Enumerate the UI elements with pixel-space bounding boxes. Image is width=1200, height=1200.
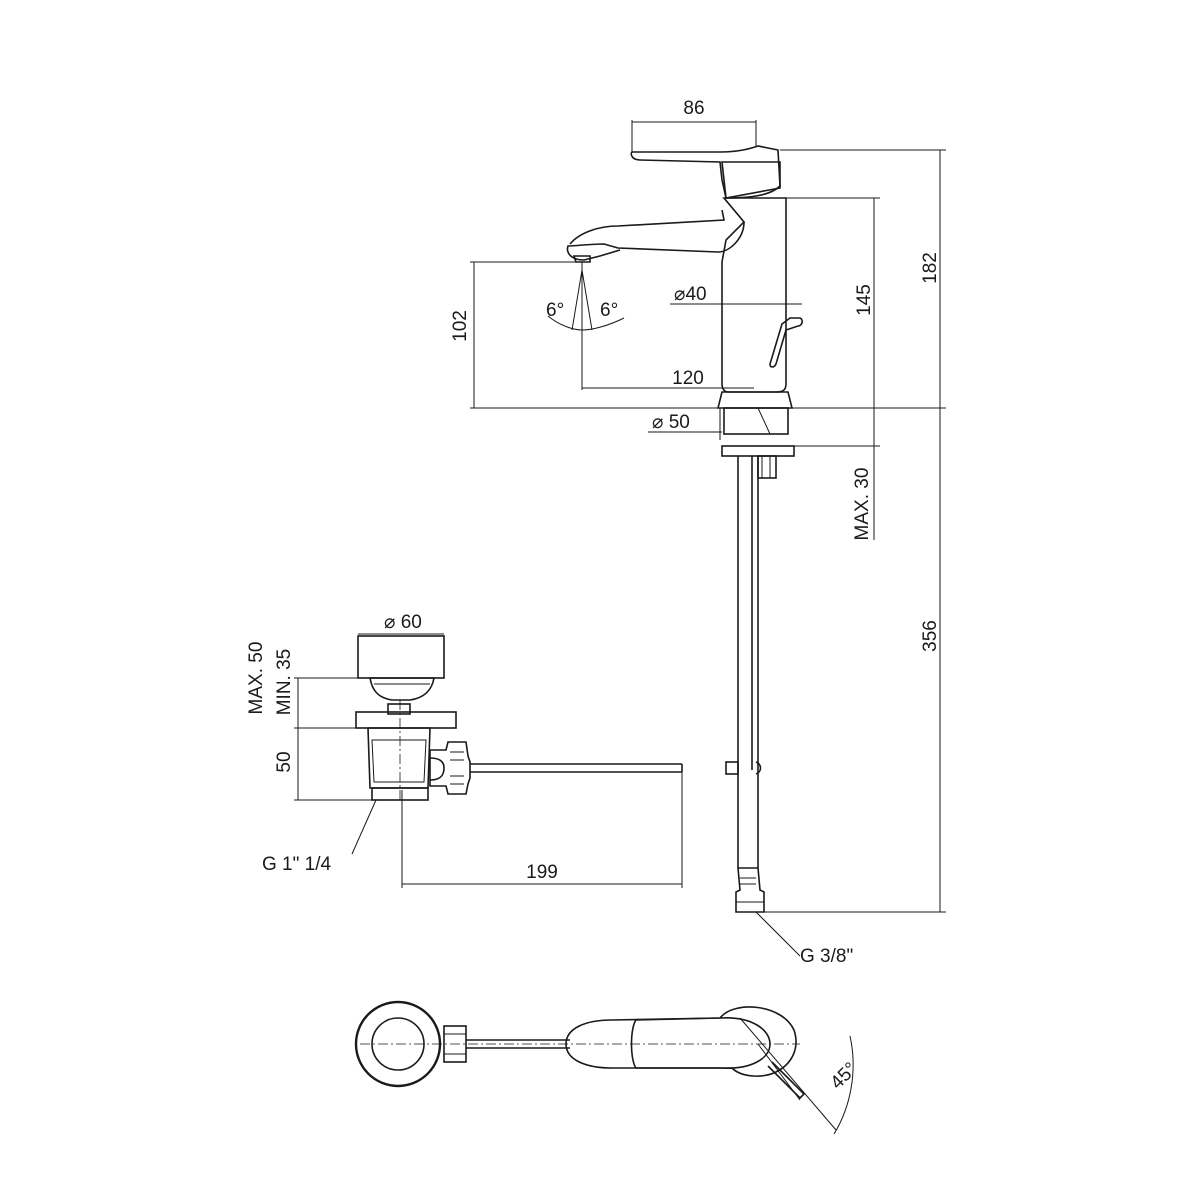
dim-rod-length: 199 bbox=[526, 862, 558, 883]
label-waste-thread: G 1" 1/4 bbox=[262, 854, 331, 875]
waste-nut-top bbox=[387, 703, 411, 715]
dim-total-height: 182 bbox=[920, 252, 941, 284]
waste-flange bbox=[369, 677, 435, 701]
mounting-nut bbox=[757, 455, 777, 479]
mounting-shank bbox=[723, 407, 789, 435]
dim-waste-max: MAX. 50 bbox=[246, 642, 267, 715]
dim-tilt-right: 6° bbox=[600, 300, 618, 321]
rod-clip-knob bbox=[755, 761, 762, 775]
waste-body bbox=[367, 727, 431, 789]
faucet-side-view bbox=[566, 145, 803, 913]
top-faucet-body bbox=[565, 1006, 797, 1077]
spout-top-edge bbox=[569, 209, 725, 245]
dim-max-thickness: MAX. 30 bbox=[852, 468, 873, 541]
hose-connector bbox=[735, 867, 765, 913]
top-rod-connector bbox=[443, 1025, 467, 1063]
faucet-dimensions: 86 182 145 102 120 6° 6° ⌀40 ⌀ 50 bbox=[450, 98, 946, 967]
dim-body-diameter: ⌀40 bbox=[674, 284, 707, 305]
dim-body-height: 145 bbox=[854, 284, 875, 316]
faucet-base bbox=[716, 391, 794, 409]
top-popup-lever bbox=[767, 1061, 806, 1100]
faucet-spout bbox=[566, 221, 745, 261]
dim-waste-diameter: ⌀ 60 bbox=[384, 612, 422, 633]
dim-spout-reach: 120 bbox=[672, 368, 704, 389]
dim-tilt-left: 6° bbox=[546, 300, 564, 321]
waste-plug-cap bbox=[357, 635, 445, 679]
rod-clip bbox=[725, 761, 739, 775]
popup-waste bbox=[355, 635, 683, 801]
faucet-handle bbox=[630, 145, 781, 199]
dim-handle-length: 86 bbox=[683, 98, 704, 119]
mounting-washer bbox=[721, 445, 795, 457]
label-hose-thread: G 3/8" bbox=[800, 946, 853, 967]
dim-base-diameter: ⌀ 50 bbox=[652, 412, 690, 433]
popup-lever bbox=[769, 317, 803, 368]
waste-dimensions: ⌀ 60 MAX. 50 MIN. 35 50 G 1" 1/4 199 bbox=[246, 612, 683, 888]
top-handle bbox=[630, 1017, 771, 1069]
cartridge-cap bbox=[721, 161, 781, 199]
dim-lever-angle: 45° bbox=[827, 1059, 862, 1094]
dim-hose-length: 356 bbox=[920, 620, 941, 652]
top-view: 45° bbox=[354, 1000, 862, 1135]
waste-rod-connector bbox=[429, 741, 471, 795]
dim-waste-height: 50 bbox=[274, 751, 295, 772]
dim-spout-height: 102 bbox=[450, 310, 471, 342]
spout-outlet bbox=[572, 255, 591, 263]
dim-waste-min: MIN. 35 bbox=[274, 649, 295, 716]
